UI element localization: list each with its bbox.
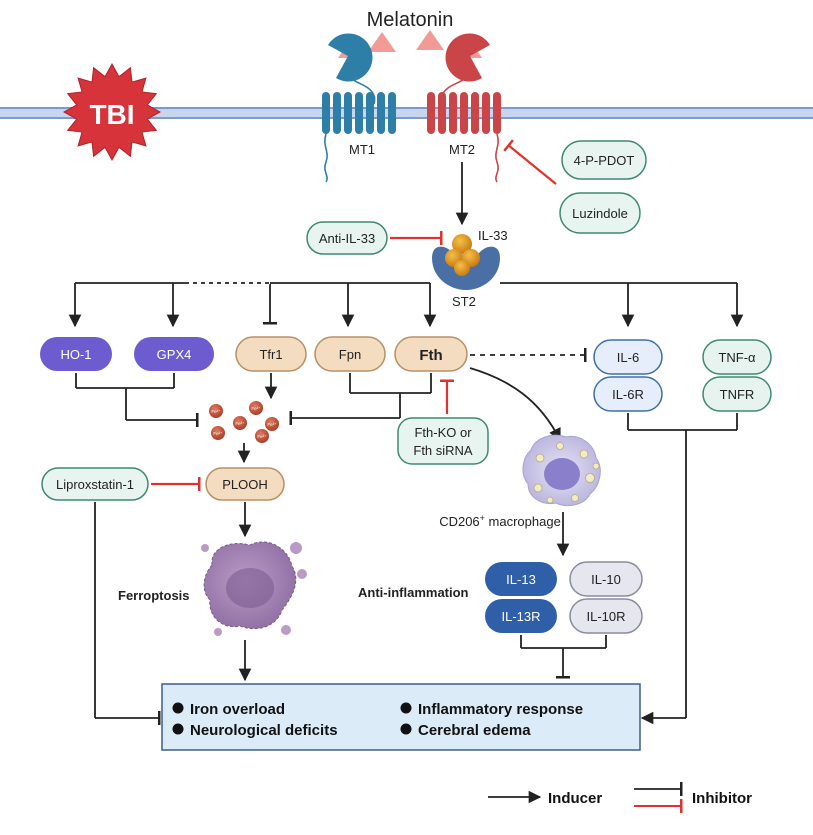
fth-label: Fth [419, 347, 442, 364]
il6r-label: IL-6R [612, 387, 644, 402]
macrophage-label: CD206+ macrophage [439, 513, 561, 529]
legend: Inducer Inhibitor [488, 782, 752, 813]
tnfr-box [702, 376, 772, 412]
ferroptotic-cell-icon [201, 541, 307, 636]
il6-box [593, 339, 663, 375]
outcome-cerebral-edema: Cerebral edema [400, 722, 531, 739]
ho1-label: HO-1 [60, 347, 91, 362]
mt2-receptor-icon [427, 33, 501, 183]
anti-il33-label: Anti-IL-33 [319, 231, 375, 246]
fth-knockdown-line1: Fth-KO or [414, 425, 472, 440]
tfr1-label: Tfr1 [259, 347, 282, 362]
luzindole-box [559, 192, 641, 234]
plooh-box [205, 467, 285, 501]
gpx4-box [134, 337, 214, 371]
ferric-ion-icon: Fe³⁺ [211, 426, 225, 440]
svg-text:Fe³⁺: Fe³⁺ [213, 431, 223, 436]
il10r-box [569, 598, 643, 634]
ferric-ion-icon: Fe³⁺ [265, 417, 279, 431]
il13r-box [485, 599, 557, 633]
svg-text:Iron overload: Iron overload [190, 701, 285, 718]
svg-text:Inflammatory response: Inflammatory response [418, 701, 583, 718]
fpn-box [314, 336, 386, 372]
ho1-box [40, 337, 112, 371]
il13-label: IL-13 [506, 572, 536, 587]
macrophage-icon [522, 434, 601, 507]
fth-box [394, 336, 468, 372]
svg-text:Fe³⁺: Fe³⁺ [235, 421, 245, 426]
fth-knockdown-box [397, 417, 489, 465]
anti-inflammation-inhibit-lines [520, 635, 607, 679]
melatonin-title: Melatonin [367, 9, 454, 31]
ferric-ion-icon: Fe³⁺ [233, 416, 247, 430]
il6r-box [593, 376, 663, 412]
plooh-label: PLOOH [222, 477, 268, 492]
il13r-label: IL-13R [501, 609, 540, 624]
luzindole-label: Luzindole [572, 206, 628, 221]
fth-to-macrophage-arrow [469, 367, 561, 442]
outcome-iron-overload: Iron overload [172, 701, 285, 718]
mt1-label: MT1 [349, 142, 375, 157]
tnfr-label: TNFR [720, 387, 755, 402]
legend-inhibitor-label: Inhibitor [692, 790, 752, 807]
fth-knockdown-line2: Fth siRNA [413, 443, 473, 458]
antagonist-inhibit-mt2 [503, 139, 557, 185]
mt2-label: MT2 [449, 142, 475, 157]
svg-text:Neurological deficits: Neurological deficits [190, 722, 338, 739]
outcome-box [161, 683, 641, 751]
st2-branch-lines [68, 282, 744, 328]
liproxstatin-label: Liproxstatin-1 [56, 477, 134, 492]
svg-text:Fe³⁺: Fe³⁺ [257, 434, 267, 439]
svg-text:Fe³⁺: Fe³⁺ [251, 406, 261, 411]
anti-il33-box [306, 221, 388, 255]
st2-label: ST2 [452, 294, 476, 309]
il6-label: IL-6 [617, 350, 639, 365]
il33-ligand-icon [445, 234, 480, 276]
ferric-ion-cluster: Fe³⁺ Fe³⁺ Fe³⁺ Fe³⁺ Fe³⁺ Fe³⁺ [209, 401, 279, 443]
svg-text:Fe³⁺: Fe³⁺ [267, 422, 277, 427]
pdot-label: 4-P-PDOT [574, 153, 635, 168]
legend-inducer-label: Inducer [548, 790, 602, 807]
svg-text:Cerebral edema: Cerebral edema [418, 722, 531, 739]
tbi-starburst-icon [62, 62, 162, 162]
outcome-inflammatory-response: Inflammatory response [400, 701, 583, 718]
iron-pool-lines [75, 373, 432, 427]
liproxstatin-box [41, 467, 149, 501]
ferroptosis-label: Ferroptosis [118, 588, 190, 603]
tnfa-box [702, 339, 772, 375]
tnfa-label: TNF-α [718, 350, 756, 365]
pdot-box [561, 140, 647, 180]
ferric-ion-icon: Fe³⁺ [209, 404, 223, 418]
il10-label: IL-10 [591, 572, 621, 587]
ferric-ion-icon: Fe³⁺ [255, 429, 269, 443]
outcome-neurological-deficits: Neurological deficits [172, 722, 338, 739]
liproxstatin-to-outcome-line [94, 502, 161, 725]
cytokine-to-outcome-lines [627, 413, 738, 725]
il10-box [569, 561, 643, 597]
il10r-label: IL-10R [586, 609, 625, 624]
il13-box [485, 562, 557, 596]
anti-inflammation-label: Anti-inflammation [358, 585, 469, 600]
mt1-receptor-icon [322, 33, 396, 183]
il33-label: IL-33 [478, 228, 508, 243]
gpx4-label: GPX4 [157, 347, 192, 362]
tbi-label: TBI [89, 99, 134, 130]
tfr1-box [235, 336, 307, 372]
fpn-label: Fpn [339, 347, 361, 362]
svg-text:Fe³⁺: Fe³⁺ [211, 409, 221, 414]
ferric-ion-icon: Fe³⁺ [249, 401, 263, 415]
